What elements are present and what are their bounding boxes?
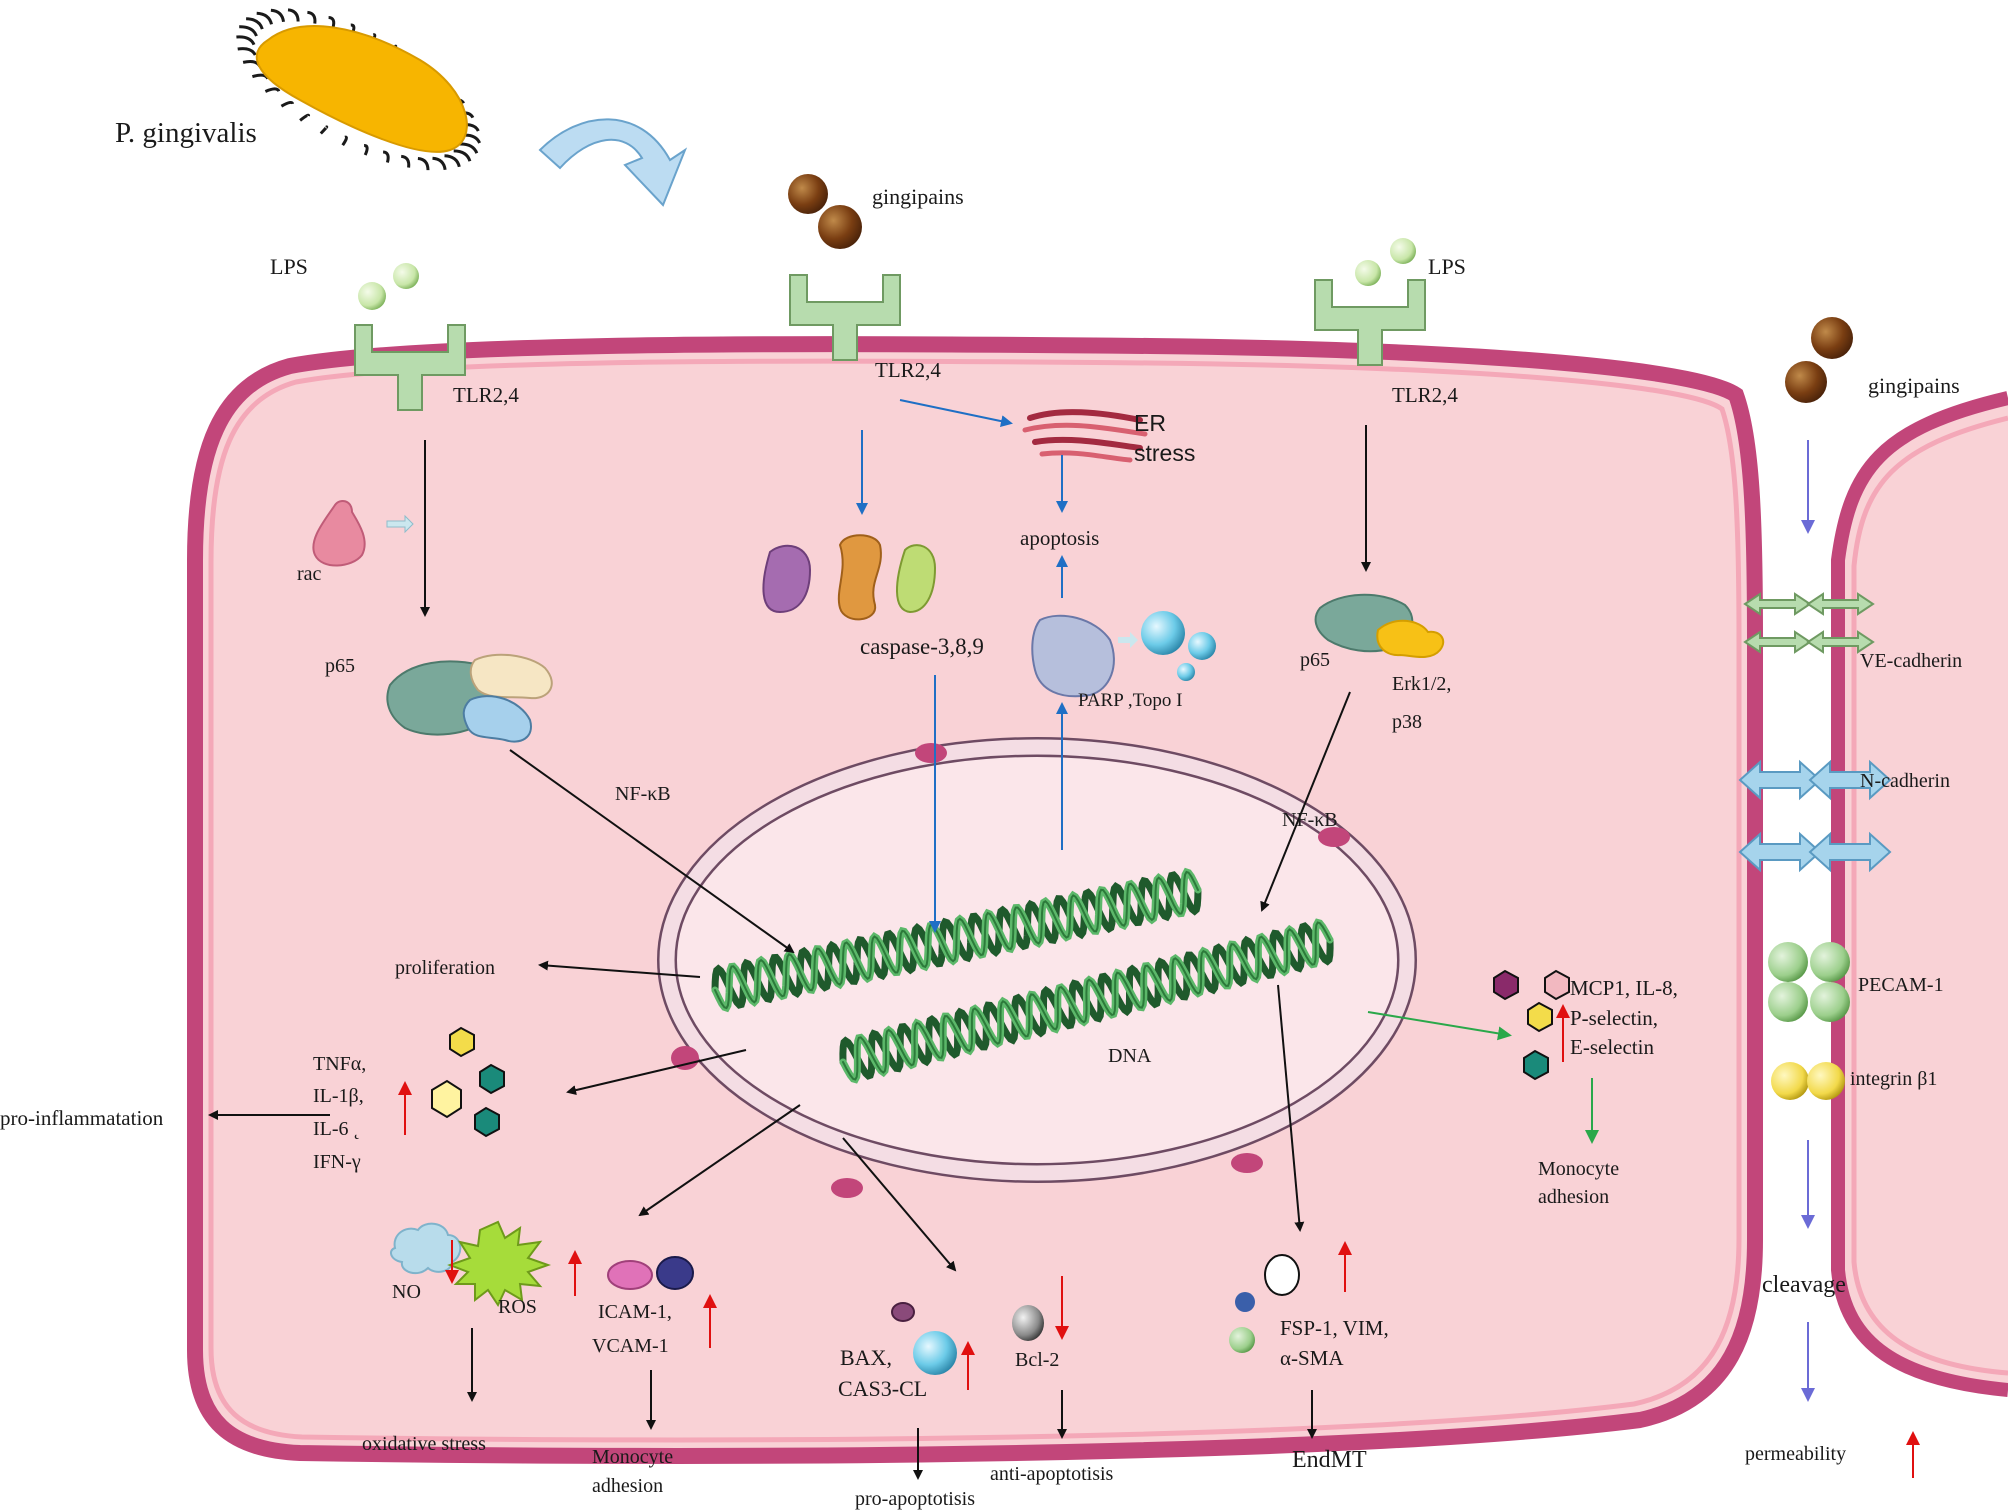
dna-helix — [711, 867, 1334, 1084]
icam-vcam-icon — [607, 1256, 694, 1290]
label-monocyte-2b: adhesion — [1538, 1186, 1609, 1208]
p65-erk-complex-icon — [1314, 593, 1445, 658]
label-monocyte-1a: Monocyte — [592, 1446, 673, 1468]
label-ros: ROS — [498, 1296, 537, 1318]
label-bax: BAX, — [840, 1345, 892, 1370]
neighbor-cell — [1831, 391, 2008, 1397]
label-parp: PARP ,Topo I — [1078, 690, 1182, 711]
label-tlr-mid: TLR2,4 — [875, 358, 941, 382]
label-tnf: TNFα, — [313, 1053, 366, 1075]
arrow-to-bcl2 — [842, 1137, 957, 1272]
chemokine-hexagons-icon — [1493, 969, 1570, 1081]
label-p65-right: p65 — [1300, 649, 1330, 671]
label-tlr-left: TLR2,4 — [453, 383, 519, 407]
gingipain-particles-top — [788, 174, 862, 249]
pecam-junction-icon — [1768, 942, 1850, 1022]
label-ifn: IFN-γ — [313, 1151, 361, 1173]
label-gingipains-top: gingipains — [872, 184, 964, 209]
bax-cas3-icon — [891, 1302, 957, 1375]
label-ve-cadherin: VE-cadherin — [1860, 650, 1962, 672]
arrow-to-no-ros — [638, 1104, 801, 1217]
label-endmt: EndMT — [1292, 1447, 1367, 1473]
label-gingipains-right: gingipains — [1868, 373, 1960, 398]
curved-arrow-icon — [538, 118, 688, 207]
label-fsp: FSP-1, VIM, — [1280, 1316, 1389, 1340]
label-erk: Erk1/2, — [1392, 673, 1451, 695]
tlr-receptor-right — [1314, 279, 1426, 366]
arrow-nfkb-to-dna — [509, 749, 795, 954]
label-n-cadherin: N-cadherin — [1860, 770, 1950, 792]
nucleus — [657, 737, 1417, 1198]
nfkb-complex-left-icon — [386, 653, 553, 743]
parp-topo-icon — [1031, 611, 1216, 698]
label-nfkb-right: NF-κB — [1282, 809, 1338, 831]
bcl2-icon — [1012, 1305, 1044, 1341]
label-il6: IL-6 ˛ — [313, 1118, 360, 1140]
label-no: NO — [392, 1281, 421, 1303]
label-vcam: VCAM-1 — [592, 1335, 669, 1357]
rac-protein-icon — [312, 499, 414, 567]
arrow-dna-to-endmt — [1277, 984, 1305, 1232]
label-tlr-right: TLR2,4 — [1392, 383, 1458, 407]
ve-cadherin-junction-icon — [1743, 592, 1875, 654]
label-oxidative-stress: oxidative stress — [362, 1433, 486, 1455]
label-il1: IL-1β, — [313, 1085, 364, 1107]
arrow-dna-to-chemokines — [1367, 1011, 1512, 1041]
lps-particles-left — [358, 263, 419, 310]
gingipain-particles-right — [1785, 317, 1853, 403]
label-integrin: integrin β1 — [1850, 1068, 1937, 1090]
label-monocyte-2a: Monocyte — [1538, 1158, 1619, 1180]
label-cas3: CAS3-CL — [838, 1376, 927, 1401]
label-rac: rac — [297, 563, 322, 585]
n-cadherin-junction-icon — [1738, 759, 1892, 873]
label-eselectin: E-selectin — [1570, 1035, 1654, 1059]
label-dna: DNA — [1108, 1045, 1152, 1067]
label-lps-left: LPS — [270, 254, 308, 279]
label-apoptosis: apoptosis — [1020, 526, 1099, 550]
label-monocyte-1b: adhesion — [592, 1475, 663, 1497]
cytokine-hexagons-icon — [431, 1026, 505, 1138]
label-nfkb-left: NF-κB — [615, 783, 671, 805]
lps-particles-right — [1355, 238, 1416, 286]
label-pro-apoptosis: pro-apoptotisis — [855, 1488, 975, 1510]
label-p38: p38 — [1392, 711, 1422, 733]
caspase-proteins-icon — [762, 534, 937, 621]
label-asma: α-SMA — [1280, 1346, 1344, 1370]
label-pselectin: P-selectin, — [1570, 1006, 1658, 1030]
integrin-junction-icon — [1771, 1062, 1845, 1100]
label-cleavage: cleavage — [1762, 1272, 1846, 1298]
p-gingivalis-bacterium-icon — [236, 8, 481, 171]
fsp-vim-asma-icon — [1229, 1254, 1300, 1353]
arrow-to-cytokines — [566, 1049, 747, 1096]
tlr-receptor-left — [354, 324, 466, 411]
tlr-receptor-mid — [789, 274, 901, 361]
arrow-nfkb-right-to-dna — [1260, 691, 1351, 912]
label-permeability: permeability — [1745, 1443, 1846, 1465]
label-caspase: caspase-3,8,9 — [860, 634, 984, 659]
label-proliferation: proliferation — [395, 957, 495, 979]
label-icam: ICAM-1, — [598, 1301, 672, 1323]
ros-starburst-icon — [447, 1220, 552, 1308]
label-p65-left: p65 — [325, 655, 355, 677]
labels: P. gingivalis gingipains gingipains LPS … — [0, 117, 1962, 1510]
label-pro-inflammation: pro-inflammatation — [0, 1106, 164, 1130]
label-pecam: PECAM-1 — [1858, 974, 1944, 996]
label-anti-apoptosis: anti-apoptotisis — [990, 1463, 1114, 1485]
arrow-to-proliferation — [538, 960, 701, 978]
label-er-2: stress — [1134, 440, 1195, 466]
arrow-tlr-mid-to-er — [899, 399, 1013, 428]
label-lps-right: LPS — [1428, 254, 1466, 279]
label-er-1: ER — [1134, 410, 1166, 436]
label-bacterium: P. gingivalis — [115, 117, 257, 149]
label-mcp1: MCP1, IL-8, — [1570, 976, 1678, 1000]
label-bcl2: Bcl-2 — [1015, 1349, 1059, 1371]
pathway-arrows — [208, 399, 1920, 1480]
er-stress-icon — [1022, 409, 1148, 463]
